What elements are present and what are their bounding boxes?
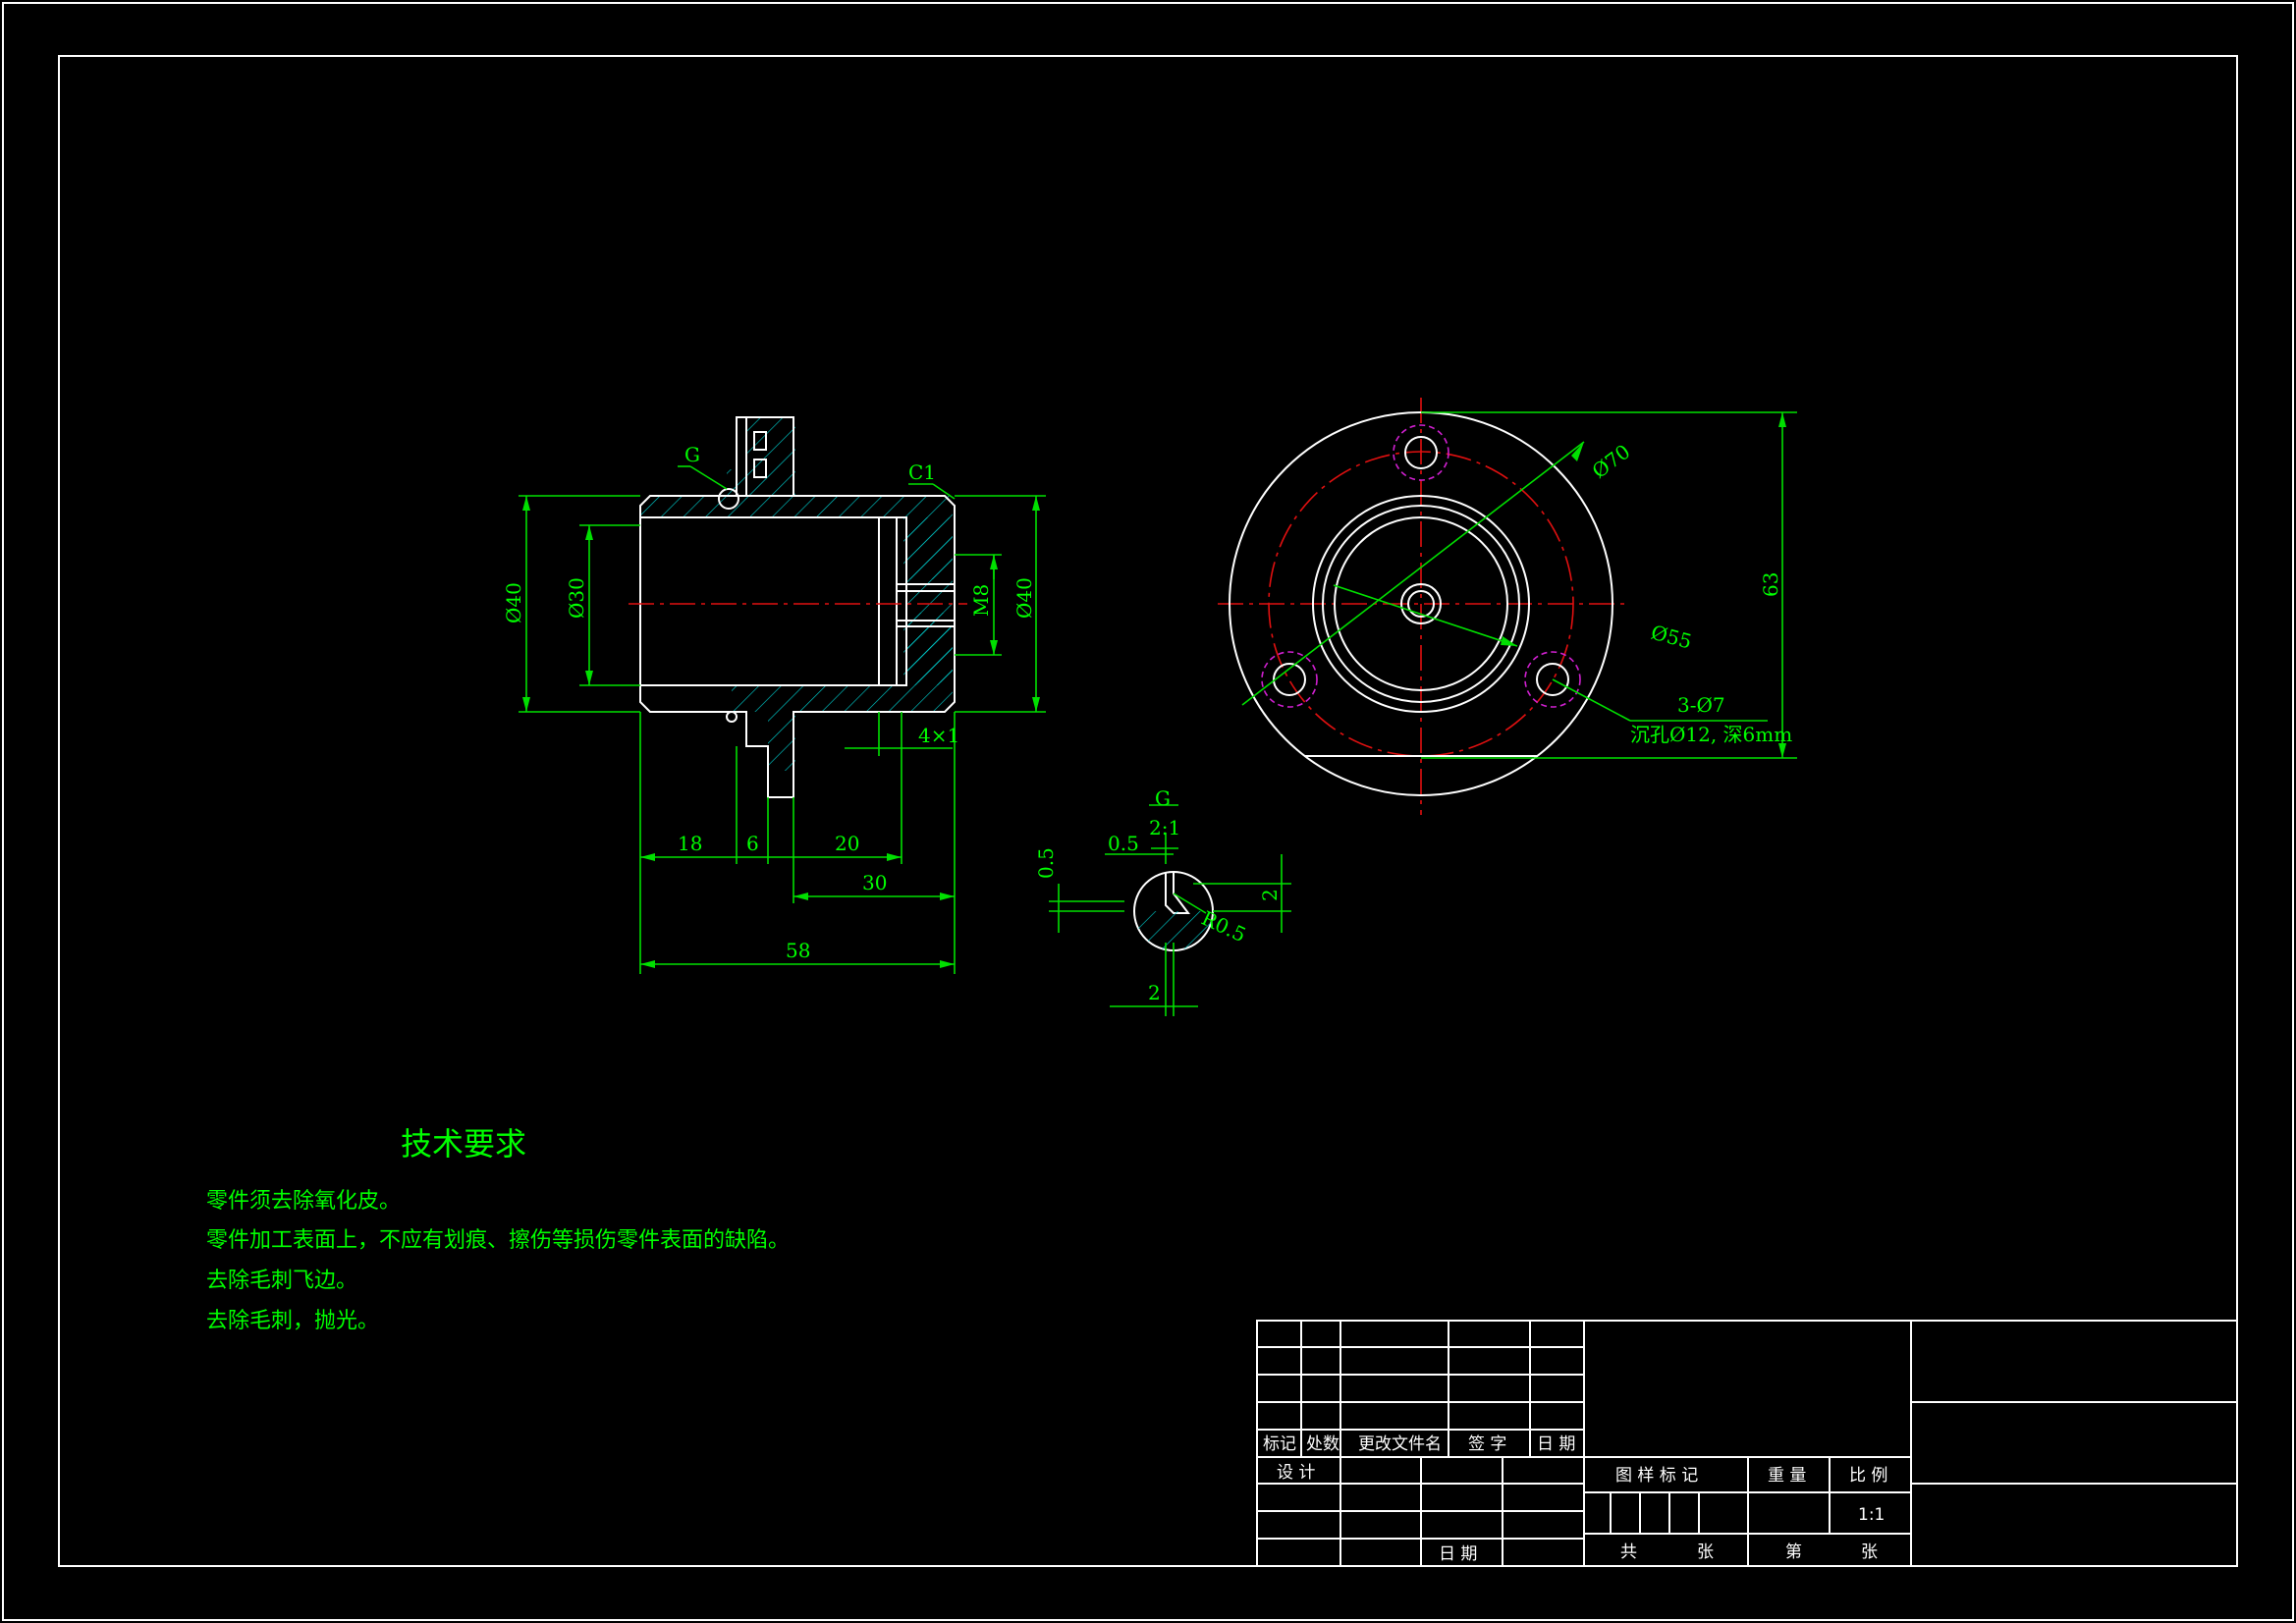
- groove: [878, 516, 898, 686]
- dia-outer-right-label: Ø40: [1012, 577, 1036, 619]
- bolt-hole-top: [1404, 436, 1438, 469]
- thread-label: M8: [969, 584, 993, 617]
- dim-30-label: 30: [862, 871, 887, 894]
- tb-design: 设 计: [1277, 1463, 1315, 1483]
- tech-item: 零件须去除氧化皮。: [206, 1189, 401, 1214]
- counterbore-label: 沉孔Ø12, 深6mm: [1630, 723, 1792, 746]
- tb-sheet-no: 第: [1785, 1542, 1802, 1562]
- detail-scale: 2:1: [1149, 816, 1180, 839]
- tb-sample-mark: 图 样 标 记: [1615, 1466, 1698, 1486]
- hatch-bottom: [640, 613, 953, 771]
- detail-radius: R0.5: [1198, 906, 1250, 947]
- height-63-label: 63: [1759, 572, 1782, 597]
- detail-dim-2-right: 2: [1258, 889, 1282, 901]
- flange-top: [736, 416, 794, 497]
- bolt-hole-right: [1536, 663, 1569, 696]
- tb-sheets: 张: [1697, 1542, 1714, 1562]
- tb-mark: 标记: [1263, 1434, 1296, 1454]
- detail-marker-label: G: [684, 443, 700, 466]
- tb-sheets2: 张: [1861, 1542, 1878, 1562]
- title-block: 标记 处数 更改文件名 签 字 日 期 设 计 日 期 图 样 标 记 重 量 …: [1256, 1320, 2238, 1567]
- tech-requirements: 技术要求 零件须去除氧化皮。 零件加工表面上，不应有划痕、擦伤等损伤零件表面的缺…: [206, 1125, 790, 1333]
- tb-weight: 重 量: [1768, 1466, 1806, 1486]
- dim-6-label: 6: [746, 832, 759, 855]
- tech-item: 去除毛刺飞边。: [206, 1269, 357, 1293]
- bolt-hole-left: [1273, 663, 1306, 696]
- detail-profile: [1165, 872, 1190, 914]
- dim-18-label: 18: [678, 832, 702, 855]
- section-view: G C1 Ø40 Ø30 M8 Ø40 4×1 18 6 20 30 58: [502, 416, 1046, 974]
- dia-bore-label: Ø30: [565, 577, 588, 619]
- hatch-right-top: [903, 517, 953, 579]
- detail-name: G: [1155, 786, 1171, 810]
- tb-signature: 签 字: [1468, 1434, 1506, 1454]
- tb-count: 处数: [1306, 1434, 1339, 1454]
- end-view: Ø70 Ø55 63 3-Ø7 沉孔Ø12, 深6mm: [1218, 398, 1797, 815]
- holes-label: 3-Ø7: [1677, 693, 1725, 717]
- dia-outer-left-label: Ø40: [502, 582, 525, 623]
- tech-title: 技术要求: [401, 1125, 526, 1163]
- tb-scale-value: 1:1: [1858, 1505, 1885, 1525]
- tb-date2: 日 期: [1439, 1544, 1477, 1564]
- tb-scale-label: 比 例: [1849, 1466, 1887, 1486]
- dim-20-label: 20: [835, 832, 859, 855]
- detail-view-g: G 2:1 0.5 0.5 2 R0.5 2: [1034, 786, 1291, 1016]
- tb-total: 共: [1620, 1542, 1637, 1562]
- center-hole: [1400, 583, 1442, 624]
- sheet-inner-border: [58, 55, 2238, 1567]
- chamfer-label: C1: [908, 460, 936, 484]
- detail-dim-2-bottom: 2: [1148, 981, 1161, 1004]
- tb-date: 日 期: [1537, 1434, 1575, 1454]
- hatch-right-bottom: [903, 628, 953, 685]
- dia-55-label: Ø55: [1649, 621, 1695, 654]
- tb-change-doc: 更改文件名: [1358, 1434, 1442, 1454]
- groove-label: 4×1: [918, 724, 959, 747]
- dim-58-label: 58: [786, 939, 810, 962]
- tech-item: 去除毛刺，抛光。: [206, 1309, 379, 1333]
- detail-dim-05-side: 0.5: [1034, 847, 1058, 879]
- detail-dim-05-top: 0.5: [1108, 832, 1139, 855]
- dia-70-label: Ø70: [1588, 440, 1635, 483]
- tech-item: 零件加工表面上，不应有划痕、擦伤等损伤零件表面的缺陷。: [206, 1228, 790, 1253]
